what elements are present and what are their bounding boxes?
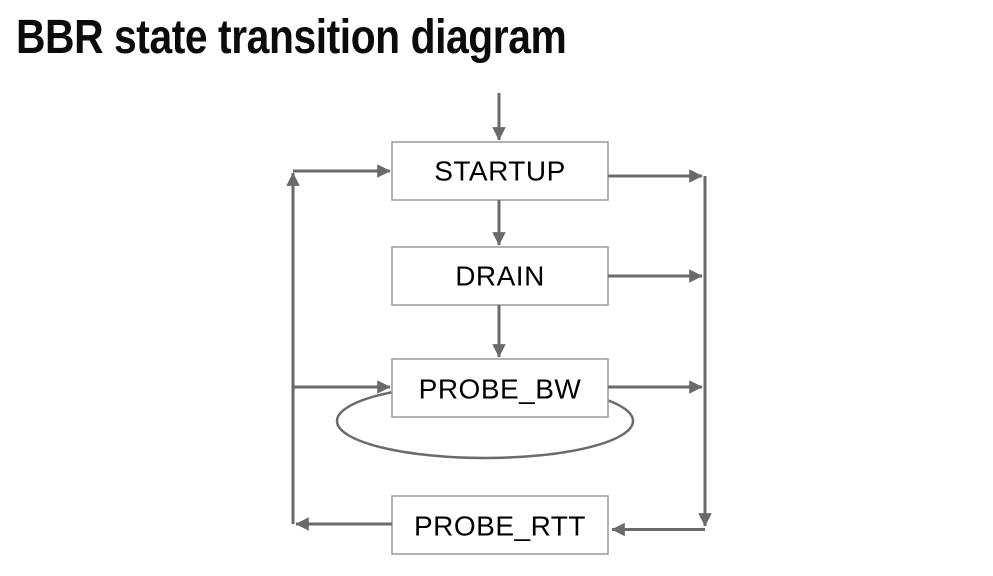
state-node-probe-rtt: PROBE_RTT (391, 495, 609, 555)
state-label-probe-rtt: PROBE_RTT (414, 511, 586, 542)
state-node-startup: STARTUP (391, 141, 609, 201)
state-label-drain: DRAIN (455, 261, 545, 292)
state-node-drain: DRAIN (391, 246, 609, 306)
state-label-probe-bw: PROBE_BW (419, 374, 582, 405)
state-label-startup: STARTUP (434, 156, 566, 187)
page-title: BBR state transition diagram (16, 11, 567, 64)
state-node-probe-bw: PROBE_BW (391, 358, 609, 418)
state-box-probe-rtt (391, 495, 609, 555)
state-box-startup (391, 141, 609, 201)
state-box-drain (391, 246, 609, 306)
